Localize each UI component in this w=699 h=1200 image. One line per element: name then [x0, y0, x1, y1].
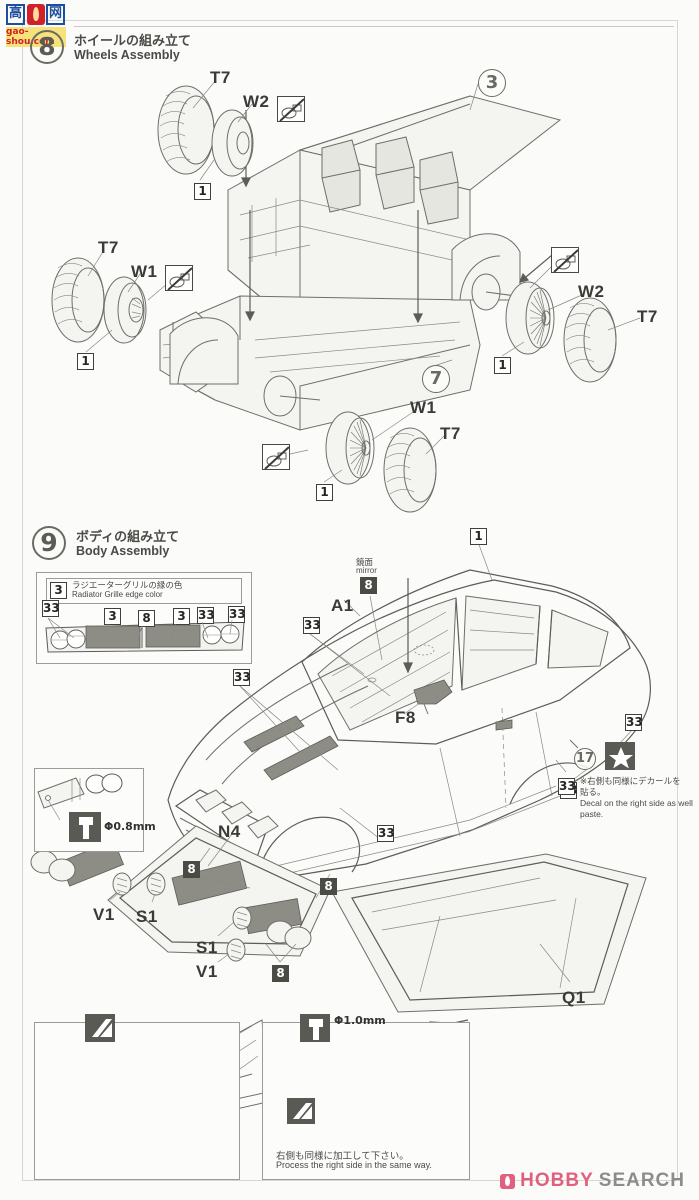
step-9-title-jp: ボディの組み立て	[76, 530, 180, 545]
flame-icon	[500, 1173, 516, 1189]
page-border-bottom	[22, 1180, 677, 1181]
no-glue-icon-c	[551, 247, 579, 273]
drill-hole-icon-left	[69, 812, 101, 842]
part-label-q1: Q1	[562, 988, 586, 1007]
body-part-box-33-a: 33	[303, 617, 321, 634]
bumper-part-box-8-a: 8	[183, 861, 200, 878]
part-label-a1: A1	[331, 596, 354, 615]
grille-label-33-b: 33	[197, 607, 215, 624]
page-border-left	[22, 20, 23, 1180]
grille-label-33-a: 33	[42, 600, 60, 617]
grille-legend-part-box: 3	[50, 582, 67, 599]
step-8-title-jp: ホイールの組み立て	[74, 34, 192, 49]
part-label-w1-b: W1	[410, 398, 437, 417]
radiator-grille-graphic	[45, 621, 245, 653]
part-label-n4: N4	[218, 822, 241, 841]
grille-label-33-c: 33	[228, 606, 246, 623]
part-box-1-b: 1	[77, 353, 94, 370]
part-label-t7-b: T7	[98, 238, 119, 257]
right-panel-note-jp: 右側も同様に加工して下さい。	[276, 1151, 409, 1162]
body-part-box-33-c: 33	[625, 714, 643, 731]
grille-legend-jp: ラジエーターグリルの縁の色	[72, 581, 183, 591]
part-box-1-d: 1	[316, 484, 333, 501]
scrape-icon-right	[287, 1098, 315, 1124]
callout-circle-7: 7	[422, 365, 450, 393]
decal-note-text: ※右側も同様にデカールを 貼る。 Decal on the right side…	[580, 777, 698, 819]
bumper-part-box-8-c: 8	[272, 965, 289, 982]
drill-hole-icon-right	[300, 1014, 330, 1042]
mirror-note-jp: 鏡面	[356, 558, 374, 568]
drill-diameter-left: Φ0.8mm	[104, 820, 156, 833]
part-label-t7-a: T7	[210, 68, 231, 87]
callout-circle-3: 3	[478, 69, 506, 97]
decal-note-jp-1: ※右側も同様にデカールを	[580, 777, 681, 787]
drill-diameter-right: Φ1.0mm	[334, 1014, 386, 1027]
body-part-box-33-e: 33	[377, 825, 395, 842]
part-label-f8: F8	[395, 708, 416, 727]
hobby-search-text-1: HOBBY	[520, 1170, 594, 1191]
step-9-title-en: Body Assembly	[76, 544, 170, 558]
step-8-number: 8	[38, 32, 56, 61]
right-panel-note-en: Process the right side in the same way.	[276, 1160, 432, 1170]
part-label-w2-a: W2	[243, 92, 270, 111]
page-border-top	[22, 20, 677, 21]
part-label-t7-c: T7	[637, 307, 658, 326]
step-8-circle	[30, 30, 64, 64]
step-9-circle	[32, 526, 66, 560]
part-label-v1-a: V1	[93, 905, 115, 924]
part-label-w1-a: W1	[131, 262, 158, 281]
hobby-search-watermark: HOBBY SEARCH	[500, 1170, 685, 1192]
part-label-s1-a: S1	[136, 907, 158, 926]
page-border-right	[677, 20, 678, 1180]
scrape-icon-left	[85, 1014, 115, 1042]
decal-note-jp-2: 貼る。	[580, 787, 606, 798]
part-label-s1-b: S1	[196, 938, 218, 957]
decal-callout-17: 17	[574, 748, 596, 770]
part-box-1-c: 1	[494, 357, 511, 374]
star-decal-icon	[605, 742, 635, 770]
mirror-part-box-8: 8	[360, 577, 377, 594]
no-glue-icon-b	[165, 265, 193, 291]
hole-detail-art-left	[37, 773, 123, 821]
logo-char-wang: 网	[46, 4, 65, 25]
no-glue-icon-a	[277, 96, 305, 122]
part-label-v1-b: V1	[196, 962, 218, 981]
decal-note-en-1: Decal on the right side as well	[580, 798, 693, 808]
step-8-title-en: Wheels Assembly	[74, 48, 180, 62]
body-part-box-1: 1	[470, 528, 487, 545]
grille-legend-box	[46, 578, 242, 604]
logo-flame-icon	[27, 4, 45, 25]
step-9-number: 9	[40, 528, 58, 557]
grille-label-8: 8	[138, 610, 155, 627]
grille-label-3-b: 3	[173, 608, 190, 625]
grille-legend-en: Radiator Grille edge color	[72, 590, 163, 599]
no-glue-icon-d	[262, 444, 290, 470]
body-part-box-33-b: 33	[233, 669, 251, 686]
grille-label-3-a: 3	[104, 608, 121, 625]
logo-char-gao: 高	[6, 4, 25, 25]
mirror-note-en: mirror	[356, 566, 377, 575]
part-label-w2-b: W2	[578, 282, 605, 301]
hobby-search-text-2: SEARCH	[598, 1170, 685, 1191]
grille-leader-lines	[47, 617, 233, 641]
decal-part-box-33: 33	[558, 778, 576, 795]
part-label-t7-d: T7	[440, 424, 461, 443]
step-8-rule	[74, 26, 674, 27]
decal-note-en-2: paste.	[580, 808, 604, 819]
part-box-1-a: 1	[194, 183, 211, 200]
bumper-part-box-8-b: 8	[320, 878, 337, 895]
bottom-detail-panel-left	[34, 1022, 240, 1180]
